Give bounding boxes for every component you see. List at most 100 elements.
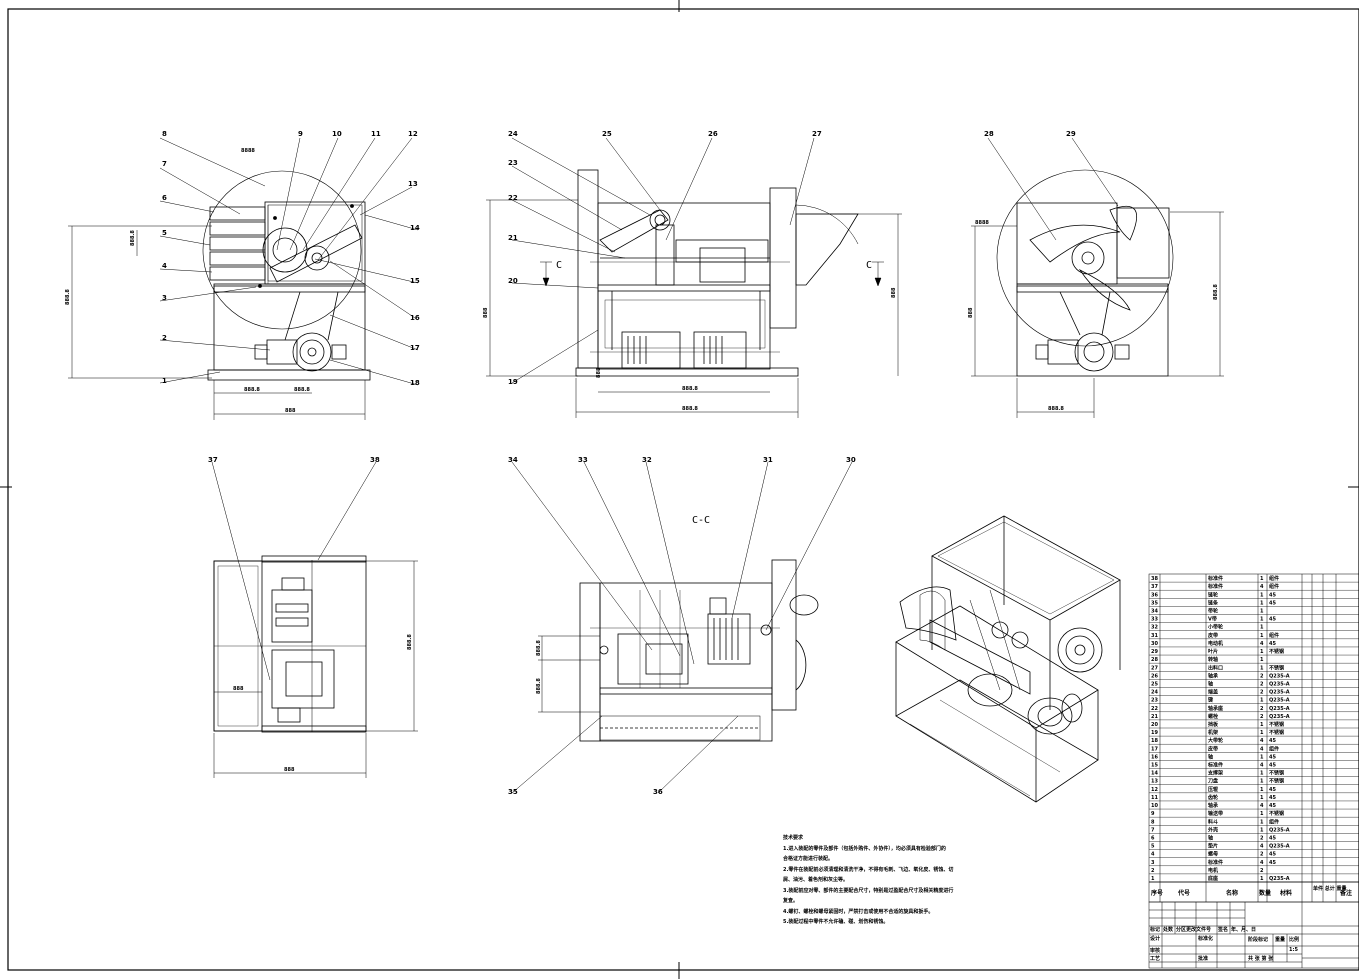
bom-cell-no: 14 [1151,771,1158,777]
side-height-dim: 888 [483,307,489,318]
right-total-height-dim: 888.8 [1213,284,1219,300]
notes-line-3: 2.零件在装配前必须清理和清洗干净，不得有毛刺、飞边、氧化皮、锈蚀、切 [783,866,953,873]
bom-cell-name: 支撑架 [1207,770,1223,777]
bom-header-no: 序号 [1150,889,1163,897]
bom-cell-no: 16 [1151,754,1158,760]
tb-process: 工艺 [1150,955,1160,962]
bom-cell-material: 45 [1269,763,1276,769]
front-width-dim: 888 [285,408,296,414]
callout-25: 25 [602,130,612,138]
callout-14: 14 [410,224,420,232]
bom-cell-no: 1 [1151,876,1155,882]
bom-cell-qty: 1 [1260,633,1264,639]
top-view-dimensions [213,560,418,778]
bom-cell-name: 底座 [1207,875,1218,882]
bom-cell-name: 轴承 [1208,672,1218,679]
callout-7: 7 [162,160,167,168]
tb-scale-value: 1:5 [1289,947,1298,953]
bom-cell-qty: 1 [1260,819,1264,825]
bom-cell-material: 组件 [1269,745,1279,752]
sheet-border [7,8,1359,971]
bom-header-name: 名称 [1226,889,1238,897]
bom-cell-name: 轴 [1208,834,1213,841]
bom-cell-qty: 4 [1260,803,1264,809]
bom-cell-no: 30 [1151,641,1158,647]
bom-cell-no: 27 [1151,665,1158,671]
bom-cell-material: 45 [1269,860,1276,866]
section-callout-labels: 34 33 32 31 30 35 36 [508,456,856,796]
callout-36: 36 [653,788,663,796]
bom-cell-name: 大带轮 [1208,737,1223,744]
tb-design: 设计 [1150,935,1160,942]
bom-cell-no: 6 [1151,835,1155,841]
notes-heading: 技术要求 [783,834,804,841]
right-offset-dim: 888.8 [1048,406,1064,412]
bom-cell-no: 23 [1151,698,1158,704]
bom-cell-material: 45 [1269,754,1276,760]
callout-6: 6 [162,194,167,202]
callout-10: 10 [332,130,342,138]
notes-line-2: 合格证方能进行装配。 [782,855,833,862]
right-height-dim: 888 [968,307,974,318]
callout-24: 24 [508,130,518,138]
technical-notes: 技术要求 1.进入装配的零件及部件（包括外购件、外协件），均必须具有检验部门的 … [782,834,953,925]
front-leaders [159,137,419,386]
bom-cell-name: 叶片 [1208,648,1218,655]
callout-9: 9 [298,130,303,138]
bom-cell-qty: 1 [1260,649,1264,655]
bom-cell-qty: 1 [1260,779,1264,785]
bom-cell-no: 5 [1151,844,1155,850]
bom-cell-material: 组件 [1269,818,1279,825]
top-leaders [211,461,377,681]
right-view [996,169,1174,377]
bom-cell-no: 18 [1151,738,1158,744]
callout-33: 33 [578,456,588,464]
callout-37: 37 [208,456,218,464]
section-dim-2: 888.8 [536,678,542,694]
bom-cell-material: Q235-A [1269,706,1290,712]
bom-cell-qty: 4 [1260,738,1264,744]
bom-table [1148,573,1359,903]
bom-cell-name: 链轮 [1207,591,1218,598]
bom-cell-no: 11 [1151,795,1158,801]
callout-17: 17 [410,344,420,352]
bom-cell-material: 不锈钢 [1269,729,1284,736]
bom-cell-no: 19 [1151,730,1158,736]
bom-cell-name: 出料口 [1208,664,1223,671]
bom-cell-name: 螺母 [1208,851,1218,858]
bom-cell-qty: 1 [1260,665,1264,671]
bom-cell-qty: 2 [1260,835,1264,841]
bom-cell-name: 轴 [1208,680,1213,687]
top-width-dim: 888 [284,767,295,773]
bom-cell-no: 28 [1151,657,1158,663]
bom-cell-material: 组件 [1269,632,1279,639]
bom-cell-name: 端盖 [1208,689,1218,696]
bom-cell-material: 45 [1269,803,1276,809]
bom-cell-qty: 1 [1260,592,1264,598]
bom-cell-material: 45 [1269,617,1276,623]
bom-cell-material: 45 [1269,835,1276,841]
bom-cell-name: 刀盘 [1208,778,1218,785]
bom-cell-material: Q235-A [1269,844,1290,850]
bom-cell-qty: 1 [1260,722,1264,728]
bom-header-qty: 数量 [1259,889,1271,897]
tb-label-count: 处数 [1162,926,1174,933]
bom-cell-material: Q235-A [1269,827,1290,833]
title-block [1148,901,1359,969]
section-dim-1: 888.8 [536,640,542,656]
bom-header-weight: 单件 总计 重量 [1313,885,1346,892]
bom-cell-no: 35 [1151,600,1158,606]
section-dimensions [538,635,600,713]
bom-cell-qty: 1 [1260,730,1264,736]
callout-18: 18 [410,379,420,387]
tb-label-sign: 签名 [1217,926,1228,933]
bom-cell-name: 螺栓 [1208,713,1218,720]
tb-label-date: 年、月、日 [1231,926,1256,933]
notes-line-5: 3.装配前应对零、部件的主要配合尺寸，特别是过盈配合尺寸及相关精度进行 [783,887,953,894]
callout-19: 19 [508,378,518,386]
bom-cell-no: 3 [1151,860,1155,866]
bom-cell-material: 45 [1269,600,1276,606]
bom-cell-qty: 2 [1260,673,1264,679]
